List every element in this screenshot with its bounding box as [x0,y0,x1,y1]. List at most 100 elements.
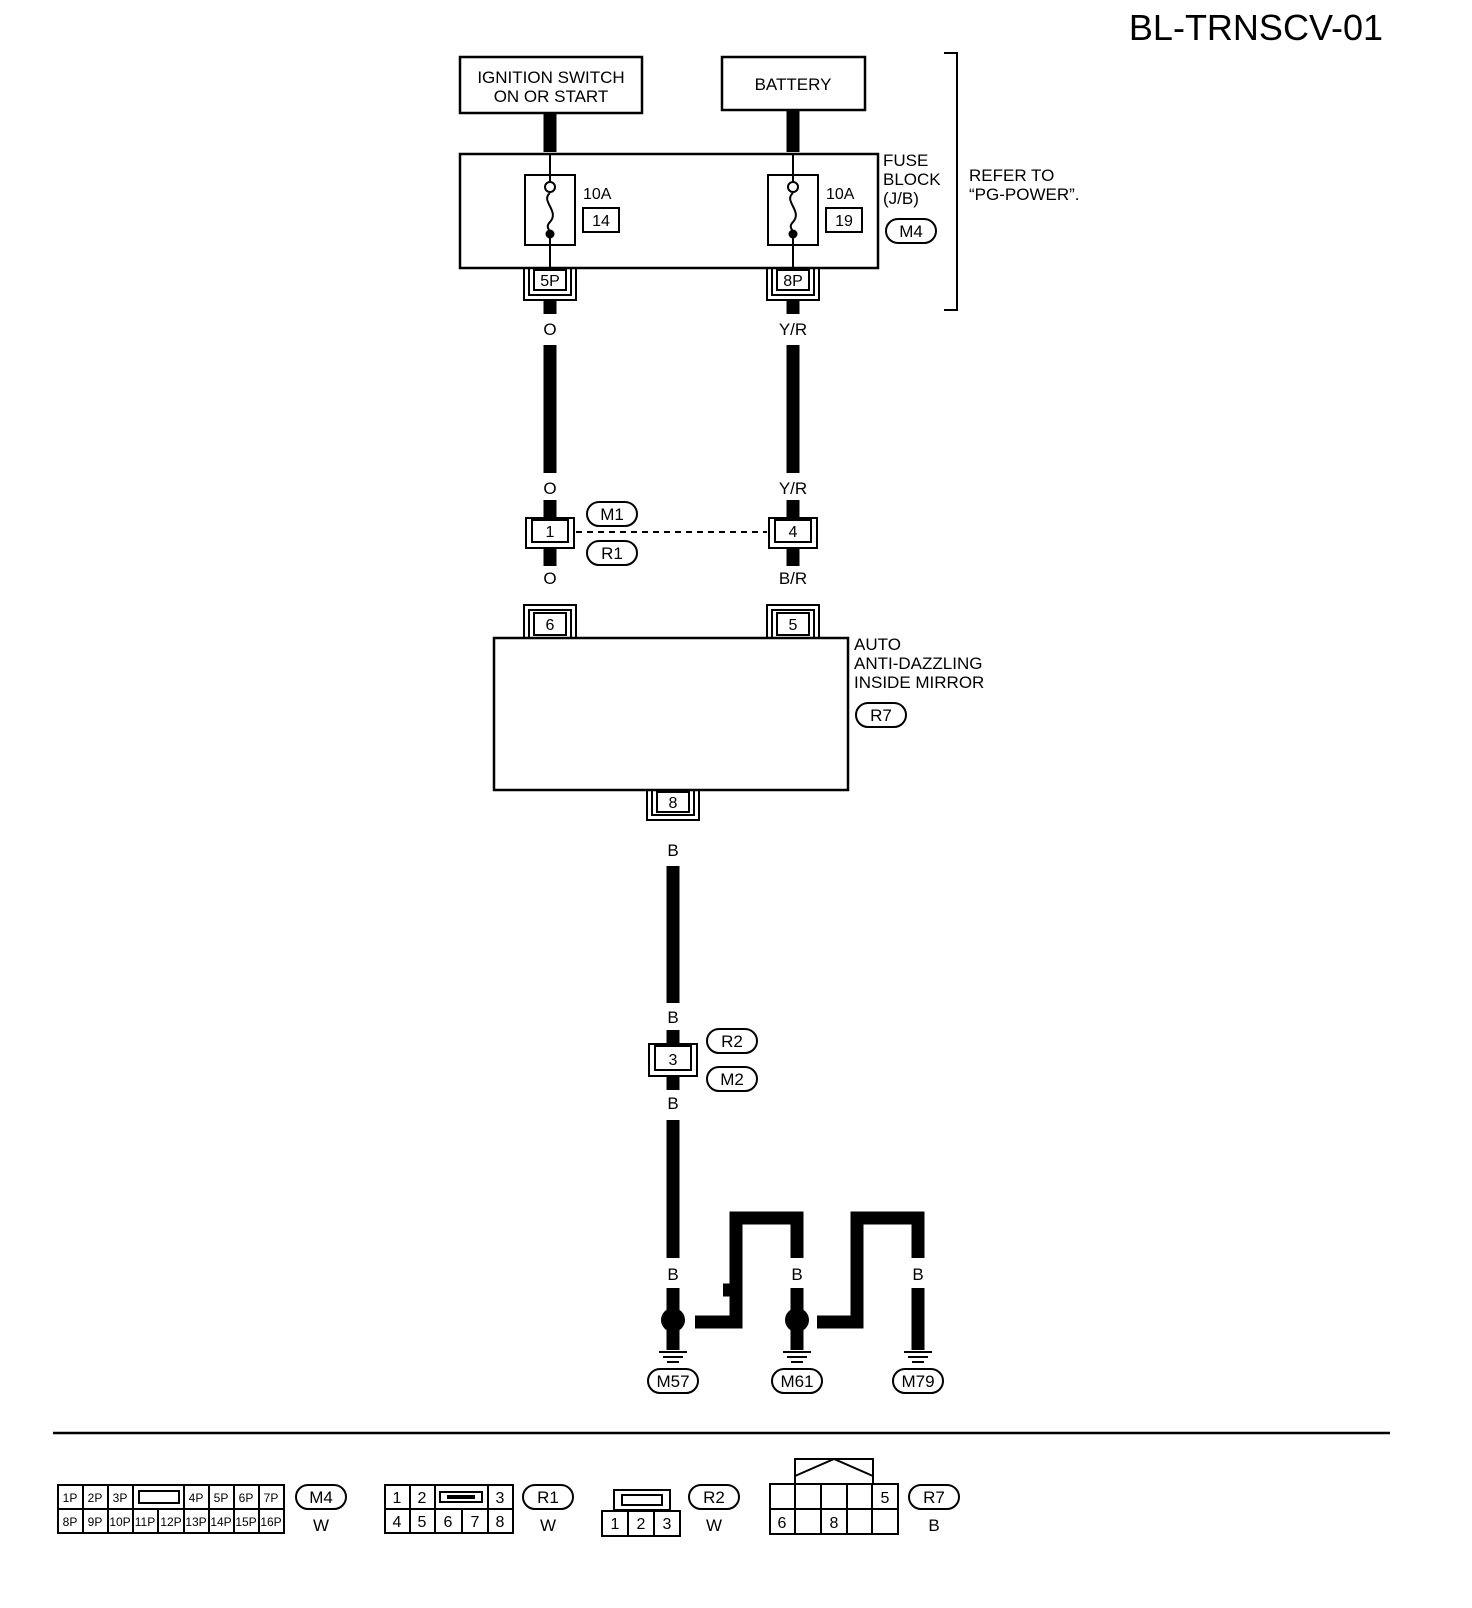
m4-pin-16p: 16P [260,1515,281,1529]
fuse-19: 10A 19 [767,154,863,268]
connector-view-r2: 1 2 3 R2 W [601,1484,740,1537]
mirror-label-line1: AUTO [854,635,901,654]
wire-left-color-low: O [543,569,556,588]
ground-wire-color-5: B [912,1265,923,1284]
battery-box: BATTERY [720,55,867,112]
fuse-block-label-line3: (J/B) [883,189,919,208]
joint-connector-terminal-1: 1 [525,517,575,549]
page-id: BL-TRNSCV-01 [1129,7,1383,48]
ground-point-m61: M61 [771,1308,823,1394]
r1-pin-1: 1 [393,1490,402,1507]
m4-pin-3p: 3P [113,1491,128,1505]
ground-wire-color-4: B [851,1265,862,1284]
ground-connector-terminal-label: 3 [669,1052,678,1069]
terminal-8p: 8P [766,268,820,301]
r7-pin-6: 6 [778,1515,787,1532]
wire-ground-color-top: B [667,841,678,860]
m4-pin-7p: 7P [264,1491,279,1505]
fuse-block: 10A 14 10A 19 [458,152,880,270]
m4-pin-5p: 5P [214,1491,229,1505]
mirror-connector-id: R7 [870,706,892,725]
ground-point-m57: M57 [647,1308,699,1394]
refer-line1: REFER TO [969,166,1054,185]
mirror-unit-box [492,636,850,792]
joint-connector-id-2: R1 [601,544,623,563]
ground-point-m79: M79 [892,1351,944,1394]
r2-pin-2: 2 [637,1516,646,1533]
m4-pin-2p: 2P [88,1491,103,1505]
mirror-terminal-5: 5 [766,604,820,637]
r1-pin-4: 4 [393,1514,402,1531]
joint-terminal-1-label: 1 [546,524,555,541]
r7-view-id: R7 [923,1488,945,1507]
mirror-label-line3: INSIDE MIRROR [854,673,984,692]
r1-pin-2: 2 [418,1490,427,1507]
wire-ground-color-mid: B [667,1008,678,1027]
m4-pin-1p: 1P [63,1491,78,1505]
r7-view-color: B [928,1516,939,1535]
connector-view-r1: 1 2 3 4 5 6 7 8 R1 W [384,1484,574,1535]
joint-terminal-4-label: 4 [789,524,798,541]
fuse-block-connector-id: M4 [899,222,923,241]
ignition-label-line2: ON OR START [494,87,609,106]
r7-pin-8: 8 [830,1515,839,1532]
connector-view-r7: 5 6 8 R7 B [769,1457,960,1535]
fuse-19-number: 19 [835,213,853,230]
fuse-14: 10A 14 [524,154,620,268]
joint-connector-tag-m1: M1 [586,501,638,527]
refer-line2: “PG-POWER”. [969,185,1080,204]
m4-view-color: W [313,1516,329,1535]
joint-connector-terminal-4: 4 [768,517,818,549]
r1-pin-6: 6 [444,1514,453,1531]
m4-pin-9p: 9P [88,1515,103,1529]
m4-pin-6p: 6P [239,1491,254,1505]
r1-pin-7: 7 [471,1514,480,1531]
ground-connector-id-2: M2 [720,1070,744,1089]
m4-pin-13p: 13P [185,1515,206,1529]
fuse-block-connector-tag: M4 [885,218,937,244]
mirror-terminal-8: 8 [646,790,700,821]
m4-pin-4p: 4P [189,1491,204,1505]
wire-left-color-top: O [543,320,556,339]
wire-left-color-mid: O [543,479,556,498]
ground-connector-id-1: R2 [721,1032,743,1051]
r1-pin-5: 5 [418,1514,427,1531]
joint-connector-id-1: M1 [600,505,624,524]
mirror-terminal-5-label: 5 [789,617,798,634]
r1-pin-3: 3 [496,1490,505,1507]
terminal-8p-label: 8P [783,273,803,290]
ground-id-m79: M79 [901,1372,934,1391]
wire-right-color-mid: Y/R [779,479,807,498]
connector-view-m4: 1P 2P 3P 4P 5P 6P 7P 8P 9P 10P 11P 12P 1… [57,1484,347,1535]
mirror-connector-tag: R7 [855,702,907,728]
m4-pin-14p: 14P [210,1515,231,1529]
fuse-14-rating: 10A [583,186,612,203]
m4-pin-12p: 12P [160,1515,181,1529]
ground-id-m61: M61 [780,1372,813,1391]
r1-view-id: R1 [537,1488,559,1507]
mirror-terminal-8-label: 8 [669,795,678,812]
m4-pin-11p: 11P [135,1515,155,1529]
wire-right-color-top: Y/R [779,320,807,339]
ground-connector-terminal-3: 3 [648,1043,698,1077]
r1-view-color: W [540,1516,556,1535]
r2-view-id: R2 [703,1488,725,1507]
wire-right-color-low: B/R [779,569,807,588]
fuse-19-rating: 10A [826,186,855,203]
r2-view-color: W [706,1516,722,1535]
ground-id-m57: M57 [656,1372,689,1391]
ground-connector-tag-m2: M2 [706,1066,758,1092]
ground-wire-color-3: B [791,1265,802,1284]
terminal-5p-label: 5P [540,273,560,290]
r7-pin-5: 5 [881,1490,890,1507]
terminal-5p: 5P [523,268,577,301]
r2-pin-1: 1 [611,1516,620,1533]
ignition-label-line1: IGNITION SWITCH [477,68,624,87]
wire-ground-jumper-1 [695,1211,804,1329]
ground-connector-tag-r2: R2 [706,1028,758,1054]
m4-view-id: M4 [309,1488,333,1507]
wire-ground-jumper-2 [817,1211,925,1329]
wire-ground-color-low: B [667,1094,678,1113]
mirror-terminal-6-label: 6 [546,617,555,634]
